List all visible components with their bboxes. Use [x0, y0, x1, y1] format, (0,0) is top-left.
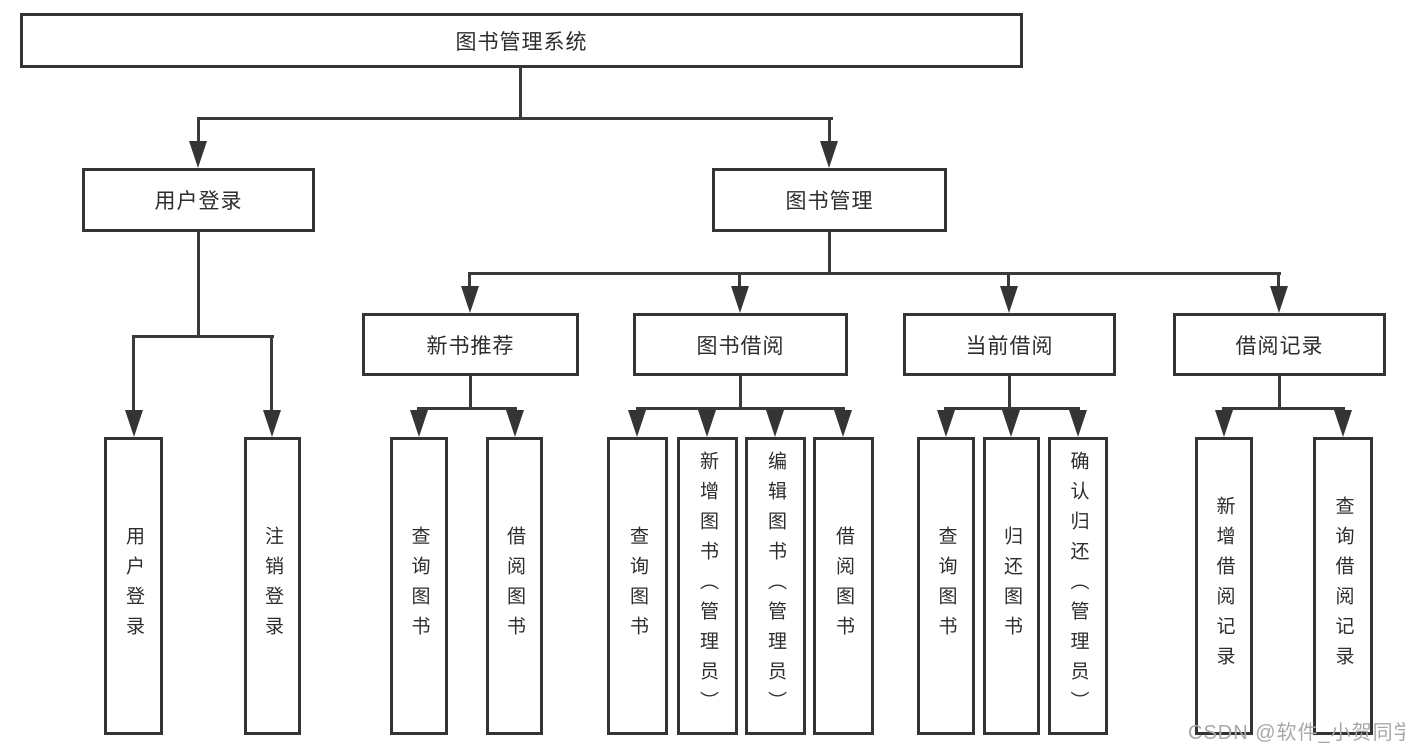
connector-book-mgmt-stem: [828, 232, 831, 272]
node-book-borrow: 图书借阅: [633, 313, 848, 376]
connector-to-login-leaf: [132, 335, 135, 410]
connector-user-login-stem: [197, 232, 200, 335]
arrow-down-icon: [834, 410, 852, 437]
connector-book-borrow-rail: [636, 407, 845, 410]
connector-to-new-book: [468, 272, 471, 286]
connector-user-login-rail: [132, 335, 274, 338]
arrow-down-icon: [506, 410, 524, 437]
arrow-down-icon: [1215, 410, 1233, 437]
node-leaf-borrow-books-recommend: 借阅图书: [486, 437, 543, 735]
node-leaf-add-book-admin: 新增图书（管理员）: [677, 437, 738, 735]
connector-to-logout-leaf: [270, 335, 273, 410]
arrow-down-icon: [698, 410, 716, 437]
node-leaf-add-borrow-record: 新增借阅记录: [1195, 437, 1253, 735]
node-leaf-confirm-return-admin: 确认归还（管理员）: [1048, 437, 1108, 735]
connector-current-borrow-rail: [944, 407, 1080, 410]
connector-root-stem: [519, 68, 522, 117]
node-leaf-query-books-borrow: 查询图书: [607, 437, 668, 735]
connector-to-borrow-records: [1277, 272, 1280, 286]
arrow-down-icon: [1270, 286, 1288, 313]
connector-to-user-login: [197, 117, 200, 141]
arrow-down-icon: [461, 286, 479, 313]
connector-book-borrow-stem: [739, 376, 742, 407]
arrow-down-icon: [1334, 410, 1352, 437]
arrow-down-icon: [937, 410, 955, 437]
connector-recommend-stem: [469, 376, 472, 407]
node-user-login: 用户登录: [82, 168, 315, 232]
node-leaf-logout: 注销登录: [244, 437, 301, 735]
connector-to-book-borrow: [738, 272, 741, 286]
node-borrow-records: 借阅记录: [1173, 313, 1386, 376]
connector-level3-rail: [468, 272, 1281, 275]
arrow-down-icon: [820, 141, 838, 168]
node-leaf-return-book: 归还图书: [983, 437, 1040, 735]
arrow-down-icon: [189, 141, 207, 168]
arrow-down-icon: [125, 410, 143, 437]
connector-records-stem: [1278, 376, 1281, 407]
arrow-down-icon: [1000, 286, 1018, 313]
arrow-down-icon: [628, 410, 646, 437]
node-book-management: 图书管理: [712, 168, 947, 232]
connector-to-current-borrow: [1007, 272, 1010, 286]
arrow-down-icon: [1069, 410, 1087, 437]
arrow-down-icon: [410, 410, 428, 437]
connector-current-borrow-stem: [1008, 376, 1011, 407]
arrow-down-icon: [731, 286, 749, 313]
watermark-csdn: CSDN @软件_小贺同学: [1188, 722, 1405, 744]
connector-level2-rail: [197, 117, 833, 120]
node-leaf-query-borrow-record: 查询借阅记录: [1313, 437, 1373, 735]
node-leaf-query-books-recommend: 查询图书: [390, 437, 448, 735]
node-leaf-edit-book-admin: 编辑图书（管理员）: [745, 437, 806, 735]
arrow-down-icon: [1002, 410, 1020, 437]
arrow-down-icon: [263, 410, 281, 437]
connector-recommend-rail: [417, 407, 517, 410]
connector-records-rail: [1222, 407, 1345, 410]
node-leaf-query-books-current: 查询图书: [917, 437, 975, 735]
arrow-down-icon: [766, 410, 784, 437]
node-library-management-system: 图书管理系统: [20, 13, 1023, 68]
node-leaf-user-login: 用户登录: [104, 437, 163, 735]
node-new-book-recommend: 新书推荐: [362, 313, 579, 376]
connector-to-book-management: [828, 117, 831, 141]
node-leaf-borrow-books: 借阅图书: [813, 437, 874, 735]
node-current-borrow: 当前借阅: [903, 313, 1116, 376]
